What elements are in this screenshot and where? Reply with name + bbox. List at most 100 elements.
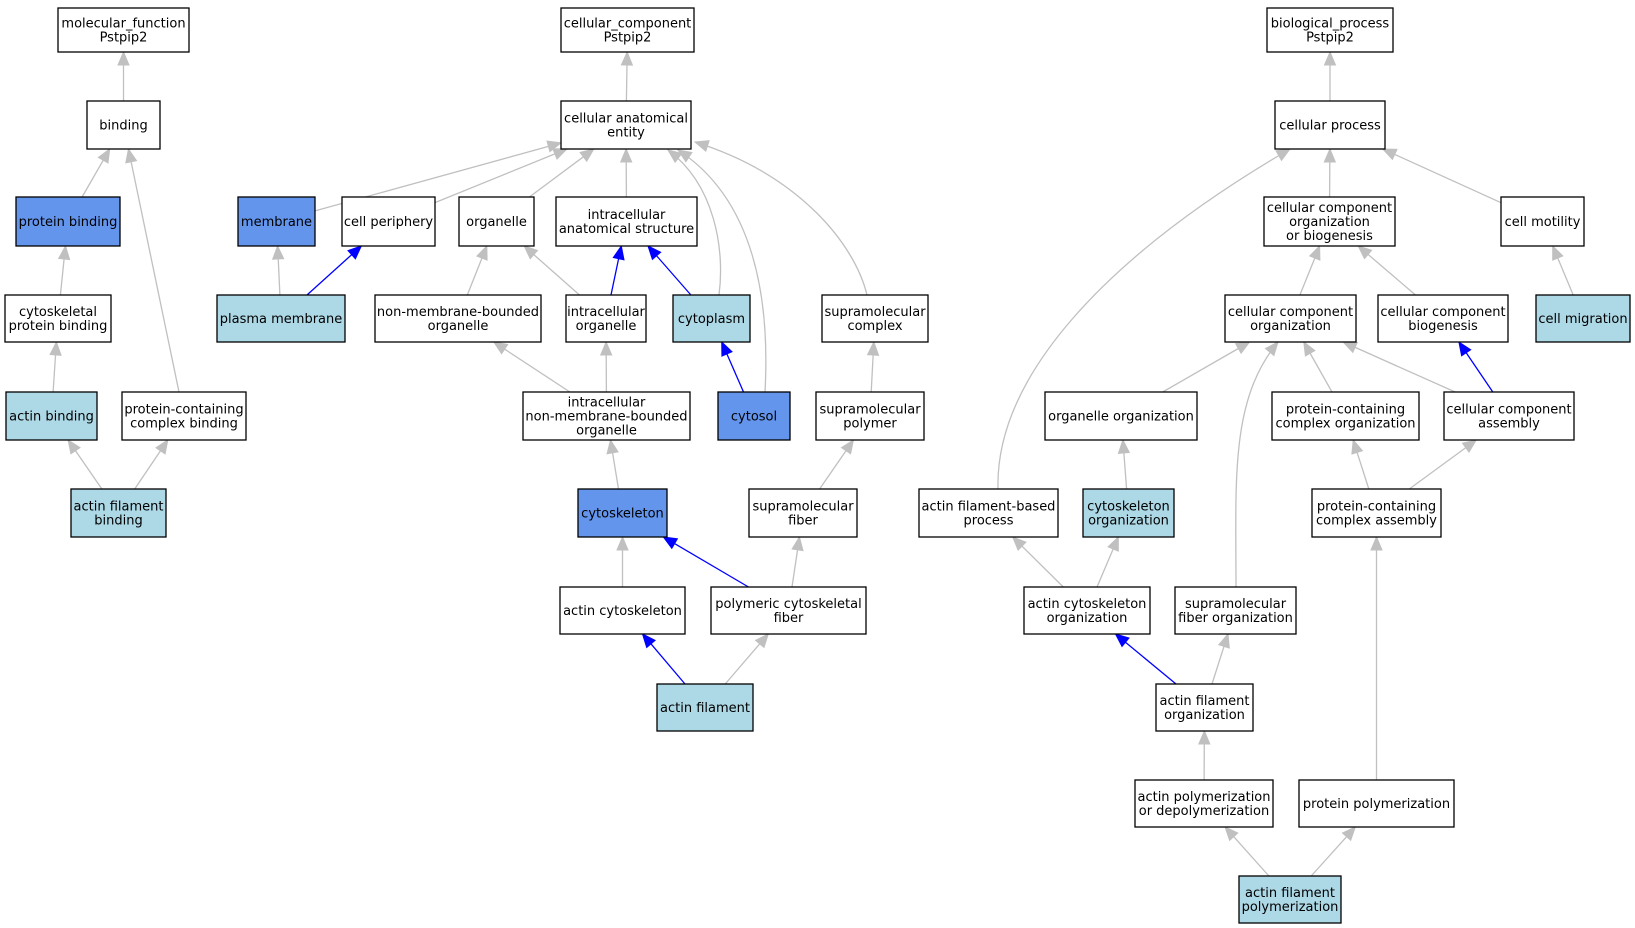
node-box [1274,100,1386,150]
arrowhead [791,535,804,552]
edge-cytoskeleton_organization-to-organelle_organization [1117,438,1131,490]
node-cell-periphery: cell periphery [341,196,436,247]
node-label: supramolecular [752,500,854,515]
node-label: supramolecular [819,403,921,418]
arrowhead [619,147,633,163]
node-cytoskeleton: cytoskeleton [577,488,668,538]
node-box [918,488,1059,538]
node-membrane: membrane [237,196,316,247]
node-label: actin polymerization [1137,790,1270,805]
node-label: supramolecular [1185,597,1287,612]
node-box [1443,391,1575,441]
arrowhead [1552,244,1564,261]
node-cellular-process: cellular process [1274,100,1386,150]
node-label: non-membrane-bounded [525,410,687,425]
node-label: non-membrane-bounded [377,305,539,320]
edge-cc_assembly-to-cc_biogenesis [1458,340,1494,393]
edge-cytoplasm-to-cellular_anatomical_entity [666,149,722,296]
arrowhead [666,149,683,164]
node-box [458,196,535,247]
edge-actin_filament_polymerization-to-actin_polymerization_depolymerization [1224,826,1270,877]
node-label: cytoskeleton [581,507,664,522]
arrowhead [1117,438,1131,454]
edge-cytoplasm-to-intracellular_anatomical_structure [647,245,692,296]
node-box [555,196,698,247]
arrowhead [620,50,634,66]
node-box [1174,586,1297,635]
node-label: protein-containing [124,403,243,418]
node-actin-binding: actin binding [5,391,98,441]
arrowhead [1323,50,1337,66]
node-cytoplasm: cytoplasm [672,294,751,343]
edge-intracellular_organelle-to-intracellular_anatomical_structure [610,244,625,296]
node-label: intracellular [588,208,666,223]
arrowhead [57,244,71,261]
node-label: polymer [843,417,897,432]
edge-polymeric_cytoskeletal_fiber-to-supramolecular_fiber [791,535,804,588]
edge-plasma_membrane-to-cell_periphery [306,245,363,296]
node-box [1238,875,1342,924]
node-box [1298,779,1455,828]
node-box [1500,196,1585,247]
edge-cytosol-to-cellular_anatomical_entity [676,149,767,393]
arrowhead [1303,340,1316,357]
node-box [57,7,190,53]
arrowhead [662,536,679,550]
arrowhead [612,244,625,261]
node-label: intracellular [567,305,645,320]
node-label: actin filament-based [922,500,1056,515]
node-label: plasma membrane [220,312,343,327]
node-label: assembly [1478,417,1540,432]
edge-cellular_process-to-bp [1323,50,1337,101]
node-box [748,488,858,538]
node-box [5,391,98,441]
edge-intracellular_nmb_organelle-to-intracellular_organelle [599,340,613,393]
node-label: complex organization [1275,417,1415,432]
node-cytosol: cytosol [717,391,791,441]
node-label: organelle [576,424,637,439]
node-box [1377,294,1509,343]
arrowhead [1461,439,1478,454]
node-label: cellular process [1279,119,1381,134]
node-label: entity [607,126,645,141]
edge-actin_filament-to-actin_cytoskeleton [641,633,686,685]
node-box [821,294,929,343]
node-label: organization [1047,611,1128,626]
arrowhead [1275,148,1292,162]
edge-polymeric_cytoskeletal_fiber-to-cytoskeleton [662,536,749,588]
node-label: organelle organization [1048,410,1194,425]
node-label: binding [99,119,147,134]
node-label: polymerization [1242,900,1339,915]
node-protein-binding: protein binding [15,196,121,247]
node-box [717,391,791,441]
arrowhead [117,50,130,66]
node-label: supramolecular [824,305,926,320]
arrowhead [125,147,138,164]
node-actin-filament: actin filament [656,683,754,732]
node-label: biological_process [1271,17,1390,32]
edge-cell_motility-to-cellular_process [1381,148,1502,204]
node-label: cellular anatomical [564,112,688,127]
node-label: actin cytoskeleton [563,604,682,619]
edge-pc_organization-to-cc_organization [1303,340,1333,393]
arrowhead [546,140,563,153]
arrowhead [347,245,363,260]
node-label: or biogenesis [1286,229,1373,244]
edge-cc_biogenesis-to-ccob [1357,245,1416,296]
arrowhead [676,149,693,163]
node-label: Pstpip2 [1306,31,1354,46]
arrowhead [1341,826,1357,842]
arrowhead [1198,729,1211,745]
